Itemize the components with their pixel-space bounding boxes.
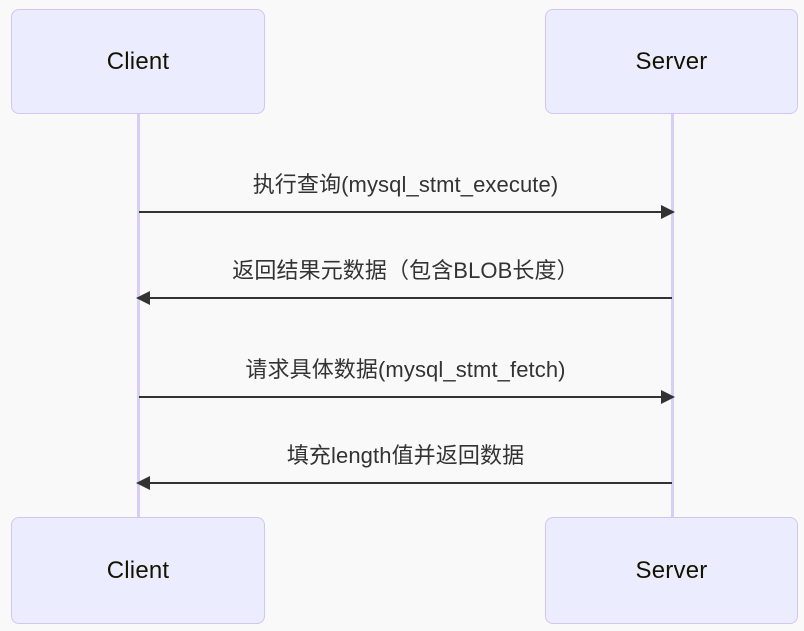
lifeline-client xyxy=(137,114,140,518)
message-2-line xyxy=(146,297,672,299)
message-3-line xyxy=(139,396,665,398)
message-4-label: 填充length值并返回数据 xyxy=(286,443,525,468)
actor-box-server-bottom[interactable]: Server xyxy=(545,517,798,624)
arrow-right-icon xyxy=(661,205,675,219)
message-3-label: 请求具体数据(mysql_stmt_fetch) xyxy=(245,357,566,382)
actor-label-client-bottom: Client xyxy=(106,556,170,584)
arrow-right-icon xyxy=(661,390,675,404)
message-4-line xyxy=(146,482,672,484)
actor-label-server-bottom: Server xyxy=(635,556,708,584)
actor-label-client-top: Client xyxy=(106,47,170,75)
actor-box-client-top[interactable]: Client xyxy=(11,9,265,114)
message-2-label: 返回结果元数据（包含BLOB长度） xyxy=(232,258,579,283)
arrow-left-icon xyxy=(136,476,150,490)
lifeline-server xyxy=(671,114,674,518)
actor-box-server-top[interactable]: Server xyxy=(545,9,798,114)
arrow-left-icon xyxy=(136,291,150,305)
message-1-label: 执行查询(mysql_stmt_execute) xyxy=(252,172,559,197)
actor-box-client-bottom[interactable]: Client xyxy=(11,517,265,624)
message-1-line xyxy=(139,211,665,213)
actor-label-server-top: Server xyxy=(635,47,708,75)
